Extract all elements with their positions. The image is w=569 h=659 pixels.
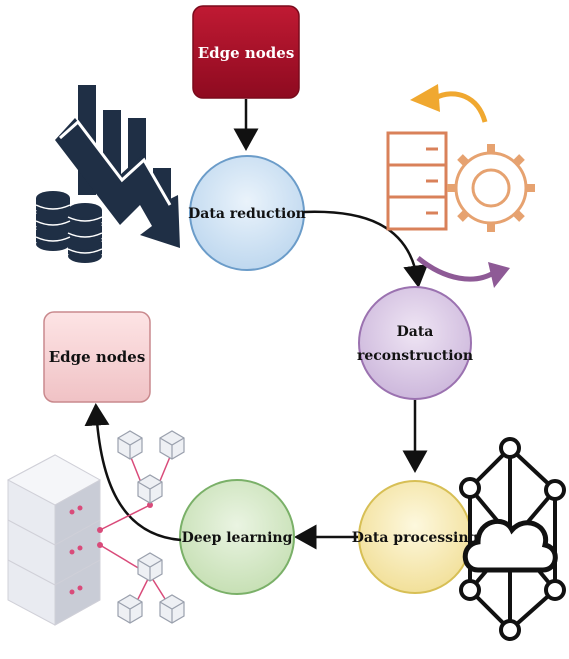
database-coins-icon (35, 191, 103, 263)
data-reduction-node: Data reduction (188, 155, 306, 271)
left-edge-nodes-label: Edge nodes (49, 348, 146, 366)
top-edge-nodes-box: Edge nodes (192, 5, 300, 99)
cloud-network-icon (459, 437, 566, 641)
arrow-reduction-to-reconstruction (303, 210, 429, 288)
server-rack-icon (386, 131, 448, 231)
cube-network-icon (117, 430, 185, 624)
data-reconstruction-node: Data reconstruction (357, 286, 473, 400)
left-edge-nodes-box: Edge nodes (43, 311, 151, 403)
declining-bar-chart-icon (55, 85, 180, 248)
deep-learning-label: Deep learning (182, 530, 293, 546)
arrow-deep-learning-to-edge-nodes (84, 403, 182, 542)
gear-icon (447, 144, 535, 232)
server-network-icon (6, 451, 173, 626)
top-edge-nodes-label: Edge nodes (198, 44, 295, 62)
data-reconstruction-label-line2: reconstruction (357, 348, 473, 364)
data-reduction-label: Data reduction (188, 206, 306, 222)
data-reconstruction-label-line1: Data (397, 324, 434, 340)
deep-learning-node: Deep learning (179, 479, 295, 595)
circular-arrow-icon (410, 84, 510, 288)
data-processing-label: Data processing (352, 530, 479, 546)
